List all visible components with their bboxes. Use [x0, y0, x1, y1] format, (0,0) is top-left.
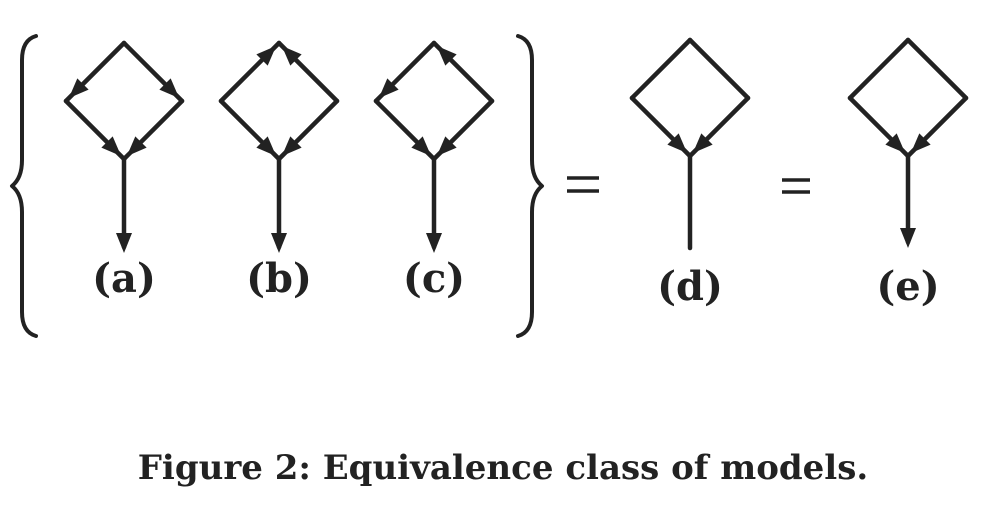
- arrowhead-right-bottom: [126, 136, 147, 157]
- arrowhead-top-right: [159, 78, 180, 99]
- figure-caption: Figure 2: Equivalence class of models.: [137, 448, 869, 488]
- arrowhead-right-bottom: [692, 133, 713, 154]
- diagram-c: (c): [373, 40, 495, 302]
- arrowhead-left-bottom: [411, 136, 432, 157]
- arrowhead-right-bottom: [910, 133, 931, 154]
- edge-top-left: [847, 37, 911, 101]
- diagram-e: (e): [847, 37, 969, 310]
- left-brace: [10, 34, 38, 338]
- arrowhead-left-bottom: [667, 133, 688, 154]
- edge-top-right: [687, 37, 751, 101]
- equals-sign-1: [567, 176, 599, 193]
- diagram-label: (d): [657, 263, 723, 310]
- diagram-b: (b): [218, 40, 340, 302]
- arrowhead-left-bottom: [101, 136, 122, 157]
- arrowhead-right-bottom: [281, 136, 302, 157]
- arrowhead-top-left: [378, 78, 399, 99]
- stem-arrowhead: [271, 233, 287, 253]
- arrowhead-right-top: [436, 45, 457, 66]
- arrowhead-top-left: [68, 78, 89, 99]
- arrowhead-right-bottom: [436, 136, 457, 157]
- arrowhead-left-top: [256, 45, 277, 66]
- diagram-label: (a): [92, 255, 156, 302]
- right-brace: [516, 34, 544, 338]
- diagram-label: (c): [403, 255, 465, 302]
- arrowhead-left-bottom: [885, 133, 906, 154]
- stem-arrowhead: [426, 233, 442, 253]
- stem-arrowhead: [116, 233, 132, 253]
- arrowhead-right-top: [281, 45, 302, 66]
- equals-sign-2: [782, 178, 810, 194]
- stem-arrowhead: [900, 228, 916, 248]
- diagram-label: (b): [246, 255, 312, 302]
- diagram-label: (e): [876, 263, 939, 310]
- edge-top-right: [905, 37, 969, 101]
- diagram-d: (d): [629, 37, 751, 310]
- arrowhead-left-bottom: [256, 136, 277, 157]
- edge-top-left: [629, 37, 693, 101]
- diagram-a: (a): [63, 40, 185, 302]
